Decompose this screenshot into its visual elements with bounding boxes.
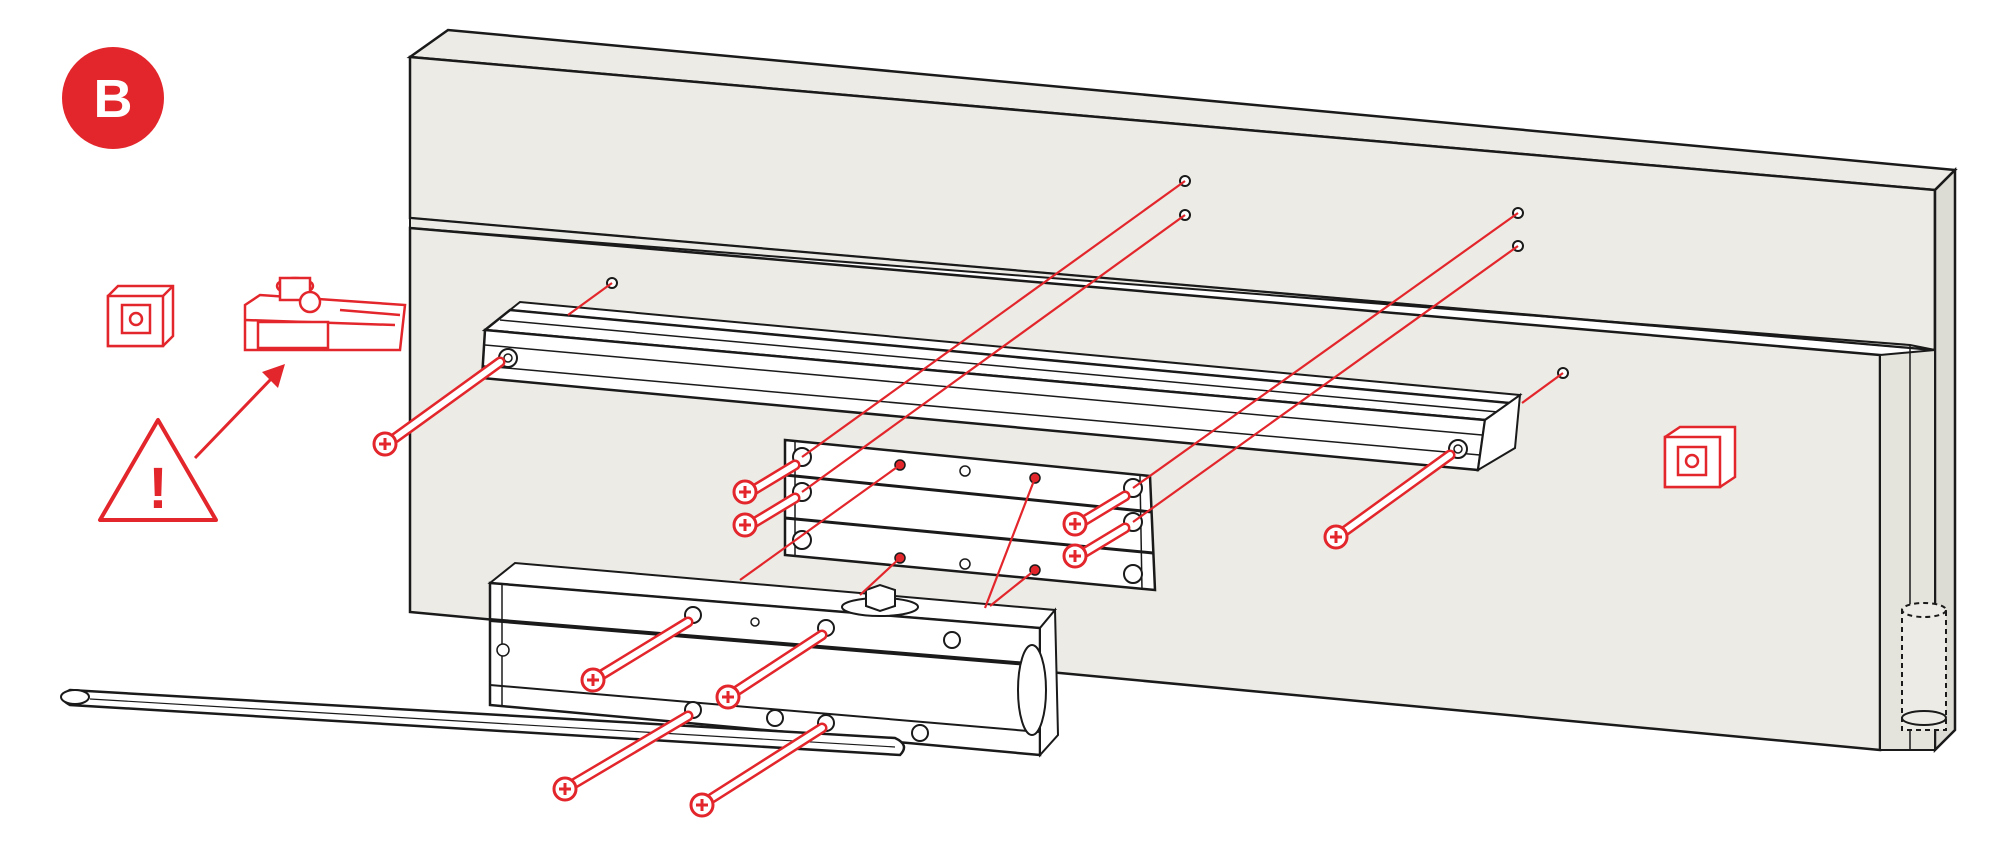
step-label: B: [94, 69, 133, 129]
screw: [372, 356, 506, 457]
hinge-pin: [1901, 602, 1947, 731]
warning-arrow: [193, 364, 285, 460]
screw: [732, 459, 801, 505]
mounting-plate: [783, 438, 1157, 592]
screw: [1062, 522, 1131, 569]
closer-arm: [60, 688, 906, 757]
step-badge: B: [62, 47, 164, 149]
screw: [689, 722, 828, 818]
warning-triangle-icon: !: [98, 418, 218, 522]
screw: [580, 616, 694, 693]
screw: [1062, 490, 1131, 537]
end-cap-right: [1663, 425, 1737, 489]
warning-glyph: !: [148, 456, 167, 521]
end-cap-left: [106, 284, 175, 348]
roller-stopper: [243, 276, 407, 352]
screw: [1323, 449, 1456, 550]
screw: [732, 492, 801, 538]
screws: [372, 356, 1456, 818]
screw: [552, 710, 694, 802]
screw: [715, 629, 828, 710]
alignment-lines: [567, 180, 1564, 609]
slide-rail: [480, 300, 1523, 472]
